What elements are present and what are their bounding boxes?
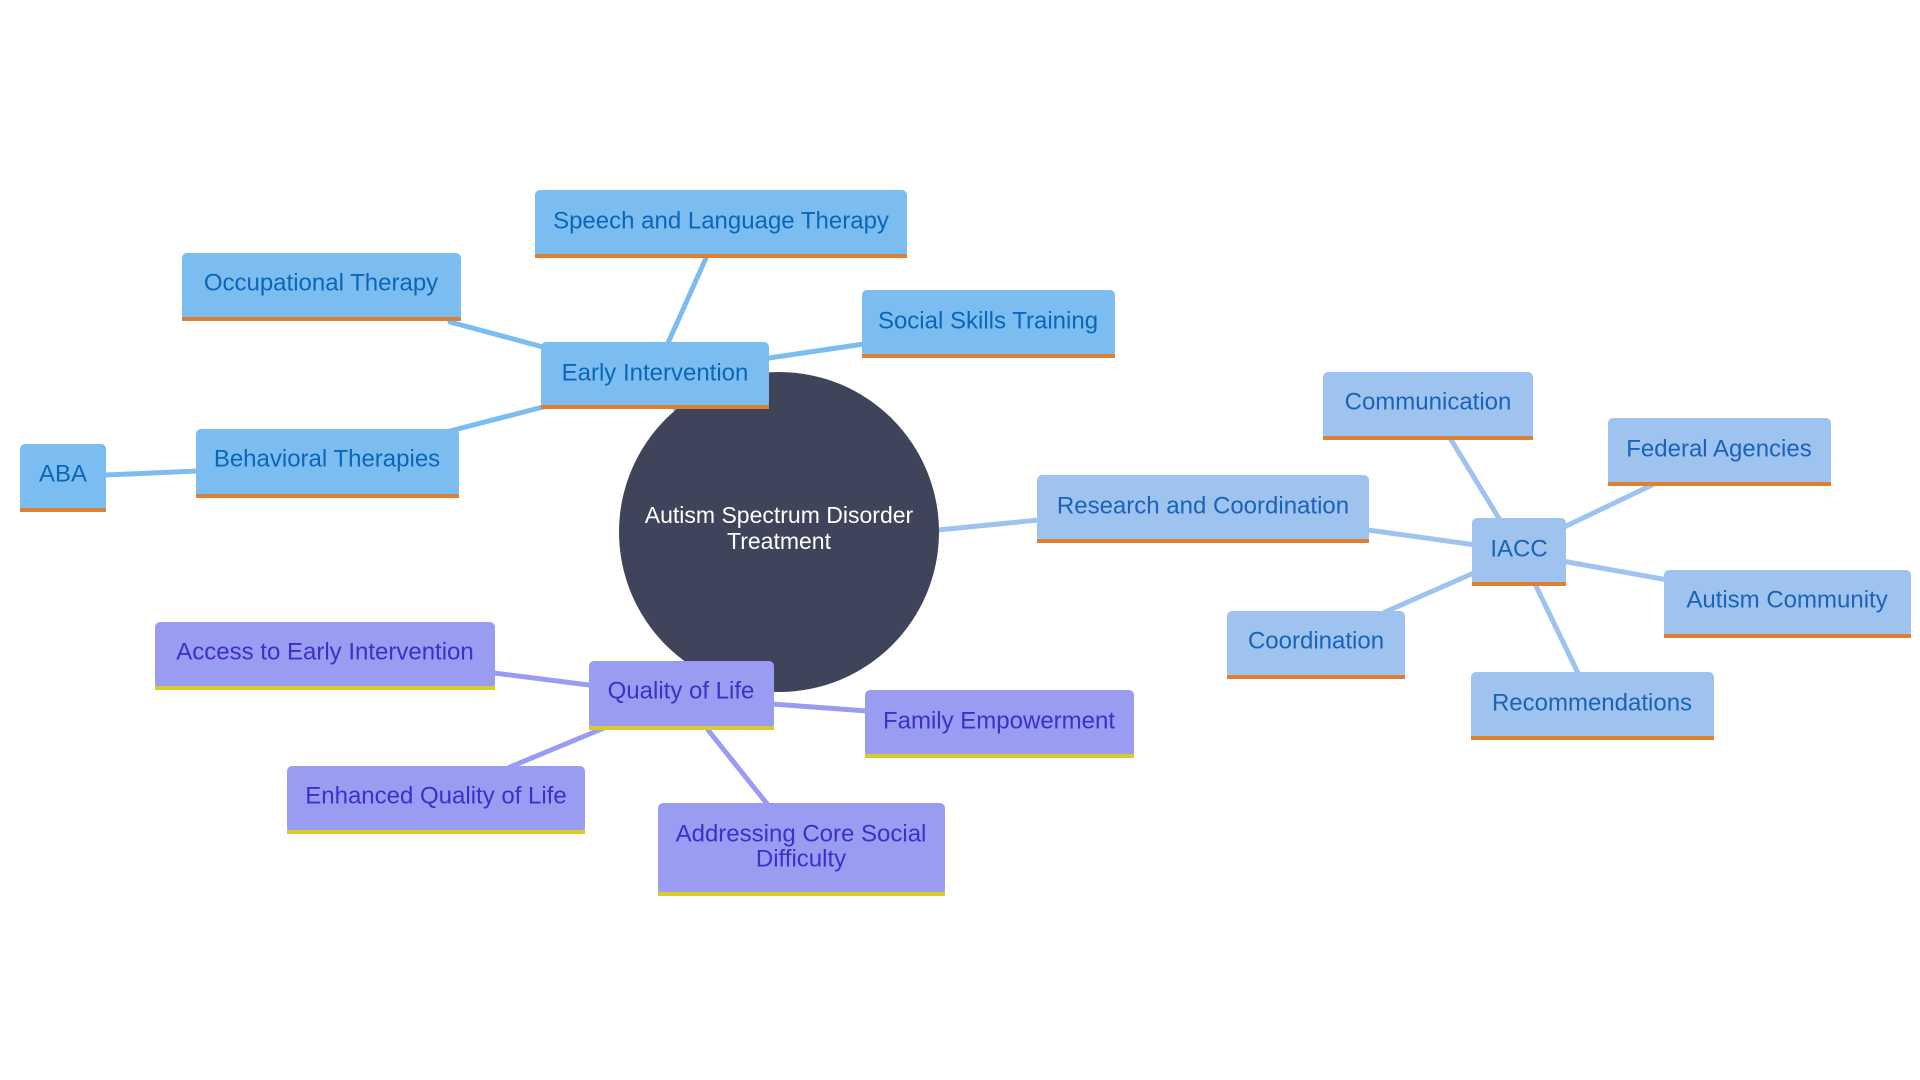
node-quality-of-life[interactable]: Quality of Life	[589, 661, 774, 730]
aba-label: ABA	[39, 460, 87, 487]
node-early-intervention[interactable]: Early Intervention	[541, 342, 769, 409]
node-social-skills-training[interactable]: Social Skills Training	[862, 290, 1115, 358]
edge-quality-enhanced	[507, 725, 607, 770]
node-recommendations[interactable]: Recommendations	[1471, 672, 1714, 740]
edge-early-speech	[665, 255, 709, 346]
coordination-label: Coordination	[1248, 627, 1384, 654]
behavioral-therapies-label: Behavioral Therapies	[214, 445, 440, 472]
edge-iacc-autism-community	[1559, 558, 1671, 583]
node-aba[interactable]: ABA	[20, 444, 106, 512]
core-social-label-line1: Addressing Core Social	[676, 820, 927, 847]
edge-quality-access	[491, 670, 592, 688]
edge-quality-family	[769, 701, 870, 714]
edge-iacc-recommendations	[1531, 579, 1581, 676]
root-circle	[619, 372, 939, 692]
node-enhanced-quality-of-life[interactable]: Enhanced Quality of Life	[287, 766, 585, 834]
node-research-coordination[interactable]: Research and Coordination	[1037, 475, 1369, 543]
communication-label: Communication	[1345, 388, 1512, 415]
node-family-empowerment[interactable]: Family Empowerment	[865, 690, 1134, 758]
node-communication[interactable]: Communication	[1323, 372, 1533, 440]
node-behavioral-therapies[interactable]: Behavioral Therapies	[196, 429, 459, 498]
root-node[interactable]: Autism Spectrum Disorder Treatment	[619, 372, 939, 692]
iacc-label: IACC	[1490, 535, 1547, 562]
recommendations-label: Recommendations	[1492, 689, 1692, 716]
core-social-label-line2: Difficulty	[756, 845, 846, 872]
edge-quality-core-social	[705, 727, 771, 808]
edges	[103, 255, 1671, 808]
edge-behavioral-aba	[103, 468, 200, 478]
research-coordination-label: Research and Coordination	[1057, 492, 1349, 519]
autism-community-label: Autism Community	[1686, 586, 1887, 613]
edge-root-research	[935, 517, 1042, 533]
family-empowerment-label: Family Empowerment	[883, 707, 1115, 734]
edge-early-occupational	[447, 319, 546, 350]
occupational-therapy-label: Occupational Therapy	[204, 269, 438, 296]
node-autism-community[interactable]: Autism Community	[1664, 570, 1911, 638]
edge-iacc-federal	[1559, 482, 1655, 531]
edge-iacc-coordination	[1382, 569, 1479, 615]
node-speech-language-therapy[interactable]: Speech and Language Therapy	[535, 190, 907, 258]
node-addressing-core-social-difficulty[interactable]: Addressing Core Social Difficulty	[658, 803, 945, 896]
speech-language-therapy-label: Speech and Language Therapy	[553, 207, 889, 234]
early-intervention-label: Early Intervention	[562, 359, 749, 386]
edge-early-behavioral	[443, 404, 546, 435]
access-early-intervention-label: Access to Early Intervention	[176, 638, 473, 665]
node-access-early-intervention[interactable]: Access to Early Intervention	[155, 622, 495, 690]
social-skills-training-label: Social Skills Training	[878, 307, 1098, 334]
root-label-line1: Autism Spectrum Disorder	[645, 502, 914, 528]
edge-early-social	[766, 341, 867, 361]
enhanced-quality-of-life-label: Enhanced Quality of Life	[305, 782, 567, 809]
node-iacc[interactable]: IACC	[1472, 518, 1566, 586]
quality-of-life-label: Quality of Life	[608, 677, 755, 704]
node-coordination[interactable]: Coordination	[1227, 611, 1405, 679]
edge-research-iacc	[1365, 527, 1479, 548]
federal-agencies-label: Federal Agencies	[1626, 435, 1811, 462]
root-label-line2: Treatment	[727, 528, 832, 554]
node-occupational-therapy[interactable]: Occupational Therapy	[182, 253, 461, 321]
edge-iacc-communication	[1447, 435, 1503, 523]
node-federal-agencies[interactable]: Federal Agencies	[1608, 418, 1831, 486]
